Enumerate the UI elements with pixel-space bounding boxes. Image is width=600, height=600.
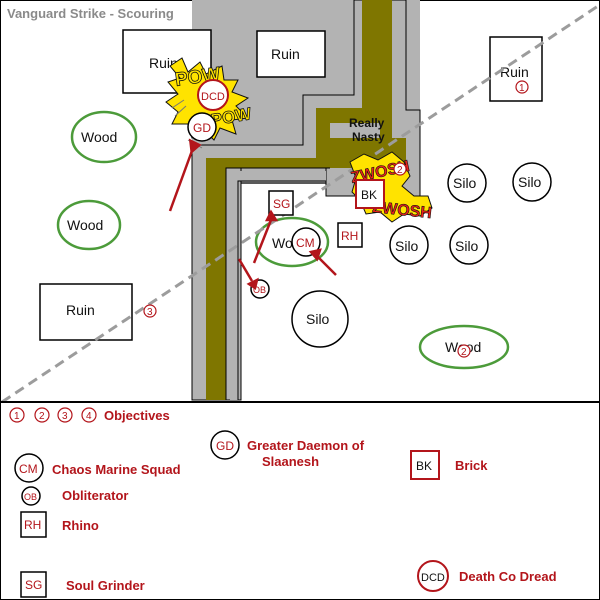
svg-text:DCD: DCD: [201, 91, 225, 103]
svg-text:Silo: Silo: [518, 174, 542, 190]
svg-text:Chaos Marine Squad: Chaos Marine Squad: [52, 462, 181, 477]
legend-ob: OB Obliterator: [21, 486, 128, 506]
svg-text:Silo: Silo: [455, 238, 479, 254]
legend-sg: SG Soul Grinder: [20, 571, 145, 598]
svg-text:BK: BK: [361, 188, 377, 202]
svg-text:GD: GD: [193, 121, 211, 135]
objective-3-marker: 3: [143, 304, 157, 318]
road: [191, 0, 421, 401]
svg-text:Ruin: Ruin: [271, 46, 300, 62]
svg-text:Greater Daemon of: Greater Daemon of: [247, 438, 365, 453]
objective-1-marker: 1: [515, 80, 529, 94]
objective-2-marker-upper: 2: [393, 162, 407, 176]
svg-text:Brick: Brick: [455, 458, 488, 473]
svg-text:Soul Grinder: Soul Grinder: [66, 578, 145, 593]
unit-rh[interactable]: RH: [337, 222, 363, 248]
unit-bk[interactable]: BK: [355, 179, 385, 209]
really-nasty-label-2: Nasty: [352, 130, 385, 144]
svg-text:Wo: Wo: [272, 235, 293, 251]
movement-arrows: [168, 138, 337, 291]
svg-text:3: 3: [147, 307, 153, 318]
legend: 1 2 3 4 Objectives CM Chaos Marine Squad…: [9, 407, 557, 598]
legend-dcd: DCD Death Co Dread: [417, 560, 557, 592]
svg-text:1: 1: [14, 411, 20, 422]
svg-text:Rhino: Rhino: [62, 518, 99, 533]
svg-text:ZWOSH: ZWOSH: [372, 199, 433, 222]
svg-text:2: 2: [397, 165, 403, 176]
legend-cm: CM Chaos Marine Squad: [14, 453, 181, 483]
silo-4: Silo: [449, 225, 489, 265]
unit-gd[interactable]: GD: [187, 112, 217, 142]
svg-text:1: 1: [519, 83, 525, 94]
svg-text:Silo: Silo: [453, 175, 477, 191]
silo-2: Silo: [512, 162, 552, 202]
svg-text:4: 4: [86, 411, 92, 422]
deployment-line: [1, 4, 599, 404]
svg-text:CM: CM: [19, 462, 38, 476]
svg-text:DCD: DCD: [421, 572, 445, 584]
objective-2-marker-lower: 2: [457, 344, 471, 358]
svg-text:Ruin: Ruin: [500, 64, 529, 80]
unit-dcd[interactable]: DCD: [197, 79, 229, 111]
map-title: Vanguard Strike - Scouring: [7, 6, 174, 21]
svg-text:BK: BK: [416, 459, 432, 473]
svg-text:Silo: Silo: [395, 238, 419, 254]
svg-text:Obliterator: Obliterator: [62, 488, 128, 503]
svg-text:SG: SG: [25, 578, 42, 592]
svg-text:CM: CM: [296, 236, 315, 250]
legend-objectives: 1 2 3 4 Objectives: [9, 407, 170, 423]
svg-text:Silo: Silo: [306, 311, 330, 327]
legend-bk: BK Brick: [410, 450, 488, 480]
svg-text:OB: OB: [24, 492, 37, 502]
svg-text:2: 2: [461, 347, 467, 358]
unit-sg[interactable]: SG: [268, 190, 294, 216]
ruin-top-right: Ruin: [489, 36, 543, 102]
svg-text:2: 2: [39, 411, 45, 422]
silo-3: Silo: [389, 225, 429, 265]
wood-top-left: Wood: [70, 110, 138, 164]
svg-text:Objectives: Objectives: [104, 408, 170, 423]
ruin-left: Ruin: [39, 283, 133, 341]
svg-text:RH: RH: [24, 518, 41, 532]
svg-text:Slaanesh: Slaanesh: [262, 454, 319, 469]
really-nasty-label-1: Really: [349, 116, 385, 130]
ruin-top-center: Ruin: [256, 30, 326, 78]
svg-text:Death Co Dread: Death Co Dread: [459, 569, 557, 584]
silo-1: Silo: [447, 163, 487, 203]
svg-text:OB: OB: [253, 285, 266, 295]
silo-large: Silo: [291, 290, 349, 348]
svg-text:SG: SG: [273, 197, 290, 211]
svg-text:3: 3: [62, 411, 68, 422]
svg-text:GD: GD: [216, 439, 234, 453]
svg-text:Ruin: Ruin: [66, 302, 95, 318]
svg-text:RH: RH: [341, 229, 358, 243]
unit-cm[interactable]: CM: [291, 227, 321, 257]
legend-rh: RH Rhino: [20, 511, 99, 538]
svg-text:Wood: Wood: [81, 129, 117, 145]
wood-left: Wood: [56, 199, 122, 251]
svg-text:Wood: Wood: [67, 217, 103, 233]
legend-gd: GD Greater Daemon of Slaanesh: [210, 430, 365, 469]
